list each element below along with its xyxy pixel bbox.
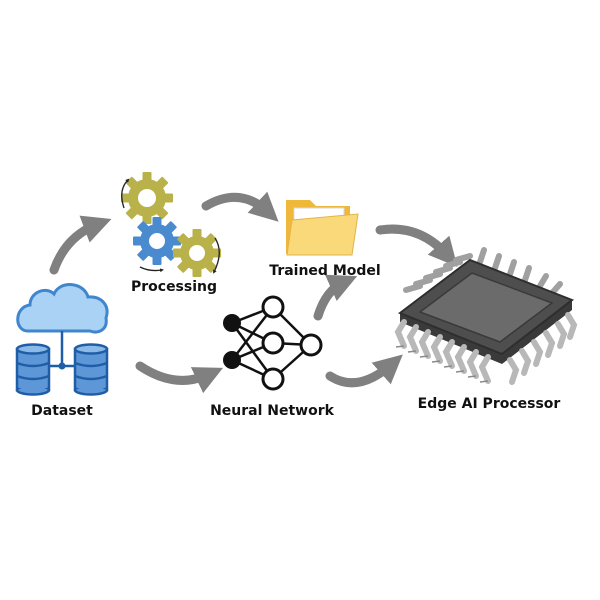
cloud-shape xyxy=(16,283,109,334)
folder-icon xyxy=(286,200,359,256)
gears-icon xyxy=(121,172,221,277)
microchip-icon xyxy=(394,247,578,385)
chip-pins-front-left xyxy=(394,319,491,384)
trained-model-label: Trained Model xyxy=(269,263,381,279)
nn-input-node xyxy=(223,314,241,332)
arrow-processing-to-trained-model xyxy=(201,191,279,222)
chip-pins-back xyxy=(403,247,563,295)
nn-input-node xyxy=(223,351,241,369)
arrow-dataset-to-processing xyxy=(49,215,112,275)
arrow-neural-network-to-trained-model xyxy=(313,274,358,321)
arrow-neural-network-to-processor xyxy=(325,354,403,388)
nn-hidden-node xyxy=(261,331,285,355)
gear-top-olive xyxy=(121,172,173,224)
arrow-dataset-to-neural-network xyxy=(135,361,224,394)
chip-pins-front-right xyxy=(507,312,578,385)
chip-die xyxy=(418,272,554,343)
nn-output-node xyxy=(299,333,323,357)
gear-right-olive xyxy=(173,229,221,277)
nn-hidden-node xyxy=(261,367,285,391)
flow-arrows xyxy=(49,191,458,394)
cloud-database-icon xyxy=(15,283,109,396)
arrow-trained-model-to-processor xyxy=(375,224,458,267)
database-right-icon xyxy=(73,343,109,396)
gear-middle-blue xyxy=(133,217,181,265)
neural-network-label: Neural Network xyxy=(210,403,334,419)
processing-label: Processing xyxy=(130,279,218,295)
dataset-label: Dataset xyxy=(31,403,93,419)
database-left-icon xyxy=(15,343,51,396)
nn-hidden-node xyxy=(261,295,285,319)
edge-ai-processor-label: Edge AI Processor xyxy=(417,396,561,412)
neural-network-icon xyxy=(223,295,323,391)
